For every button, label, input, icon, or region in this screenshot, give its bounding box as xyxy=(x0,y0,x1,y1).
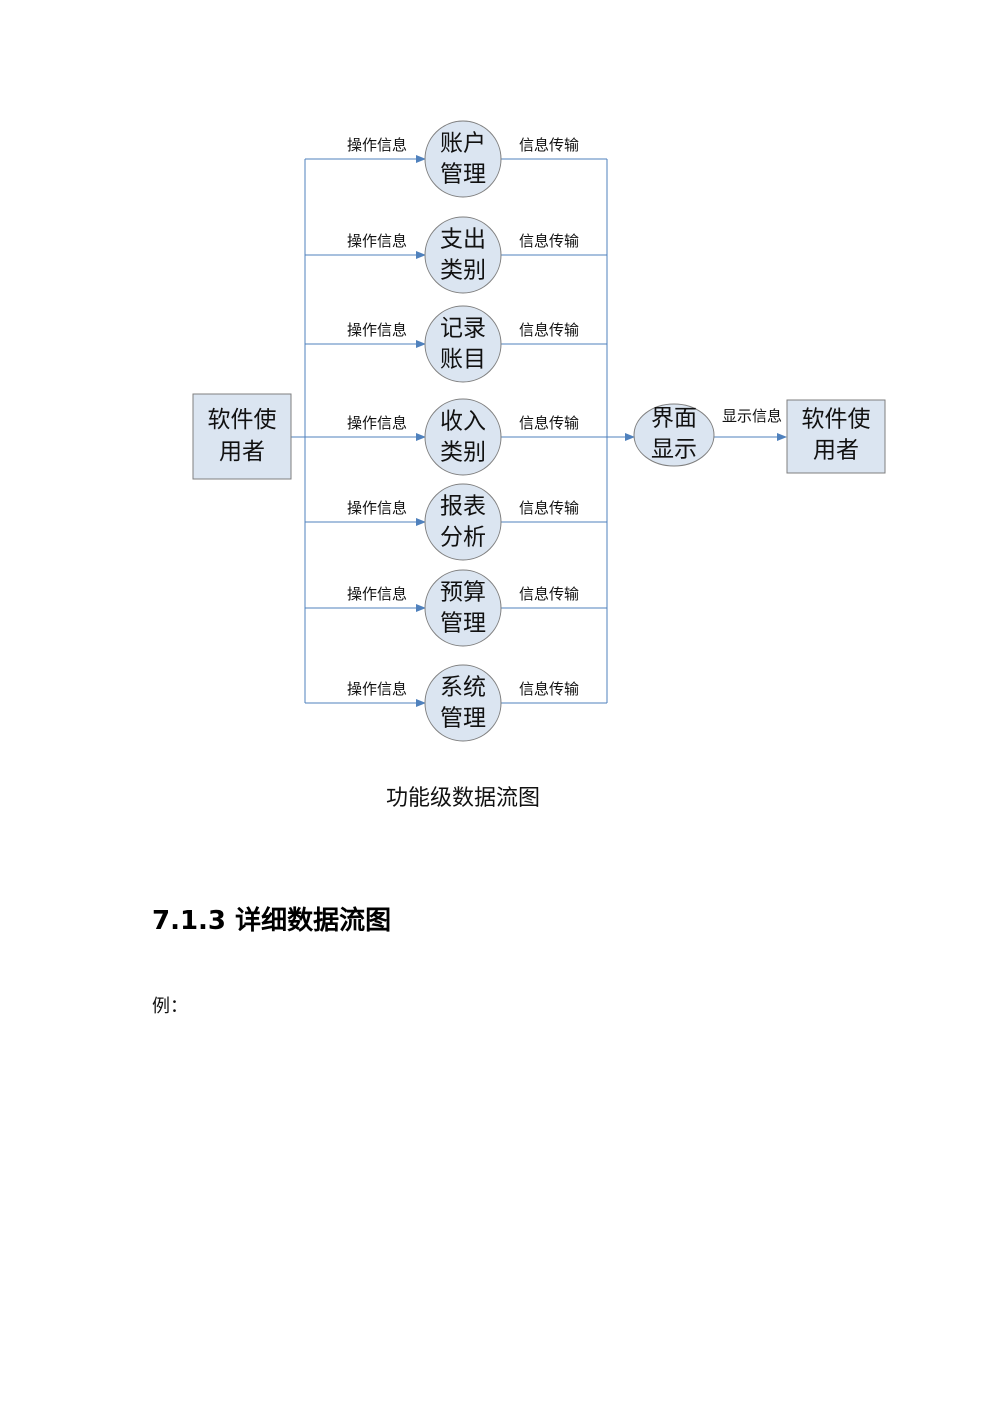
output-flow-label-p6: 信息传输 xyxy=(519,585,579,603)
source-entity-box xyxy=(192,393,292,480)
input-flow-label-p5: 操作信息 xyxy=(347,499,407,517)
process-label-p7-line-2: 管理 xyxy=(440,706,486,732)
process-label-p4-line-1: 收入 xyxy=(440,409,486,435)
input-flow-label-p4: 操作信息 xyxy=(347,414,407,432)
data-flow-diagram: 软件使用者账户管理支出类别记录账目收入类别报表分析预算管理系统管理界面显示软件使… xyxy=(192,120,886,742)
process-label-p5-line-1: 报表 xyxy=(440,494,486,520)
output-flow-label-p1: 信息传输 xyxy=(519,136,579,154)
process-label-p3-line-2: 账目 xyxy=(440,347,486,373)
sink-entity-label-line-1: 软件使 xyxy=(802,407,871,433)
flow-labels: 操作信息信息传输操作信息信息传输操作信息信息传输操作信息信息传输操作信息信息传输… xyxy=(347,136,782,698)
process-label-p2-line-2: 类别 xyxy=(440,258,486,284)
output-flow-label-p3: 信息传输 xyxy=(519,321,579,339)
display-process-label-line-2: 显示 xyxy=(651,437,697,463)
process-label-p6-line-2: 管理 xyxy=(440,611,486,637)
process-label-p1-line-2: 管理 xyxy=(440,162,486,188)
display-output-flow-label: 显示信息 xyxy=(722,407,782,425)
input-flow-label-p1: 操作信息 xyxy=(347,136,407,154)
output-flow-label-p5: 信息传输 xyxy=(519,499,579,517)
input-flow-label-p6: 操作信息 xyxy=(347,585,407,603)
process-label-p6-line-1: 预算 xyxy=(440,580,486,606)
display-process-label-line-1: 界面 xyxy=(651,406,697,432)
sink-entity-label-line-2: 用者 xyxy=(813,438,859,464)
process-label-p4-line-2: 类别 xyxy=(440,440,486,466)
process-circle-p5 xyxy=(424,483,502,561)
process-circle-p6 xyxy=(424,569,502,647)
source-entity-label-line-1: 软件使 xyxy=(208,407,277,433)
process-circle-p3 xyxy=(424,305,502,383)
process-circle-p2 xyxy=(424,216,502,294)
process-circle-p7 xyxy=(424,664,502,742)
process-label-p7-line-1: 系统 xyxy=(440,675,486,701)
process-label-p1-line-1: 账户 xyxy=(440,131,486,157)
diagram-nodes: 软件使用者账户管理支出类别记录账目收入类别报表分析预算管理系统管理界面显示软件使… xyxy=(192,120,886,742)
output-flow-label-p7: 信息传输 xyxy=(519,680,579,698)
process-circle-p4 xyxy=(424,398,502,476)
output-flow-label-p4: 信息传输 xyxy=(519,414,579,432)
output-flow-label-p2: 信息传输 xyxy=(519,232,579,250)
display-process-circle xyxy=(633,403,715,467)
input-flow-label-p3: 操作信息 xyxy=(347,321,407,339)
sink-entity-box xyxy=(786,399,886,474)
flow-lines xyxy=(291,155,787,707)
source-entity-label-line-2: 用者 xyxy=(219,439,265,465)
input-flow-label-p2: 操作信息 xyxy=(347,232,407,250)
section-heading: 7.1.3 详细数据流图 xyxy=(152,906,392,936)
process-label-p5-line-2: 分析 xyxy=(440,525,486,551)
process-label-p3-line-1: 记录 xyxy=(440,316,486,342)
paragraph-text: 例： xyxy=(152,996,188,1017)
process-label-p2-line-1: 支出 xyxy=(440,227,486,253)
input-flow-label-p7: 操作信息 xyxy=(347,680,407,698)
figure-caption: 功能级数据流图 xyxy=(385,786,540,811)
process-circle-p1 xyxy=(424,120,502,198)
